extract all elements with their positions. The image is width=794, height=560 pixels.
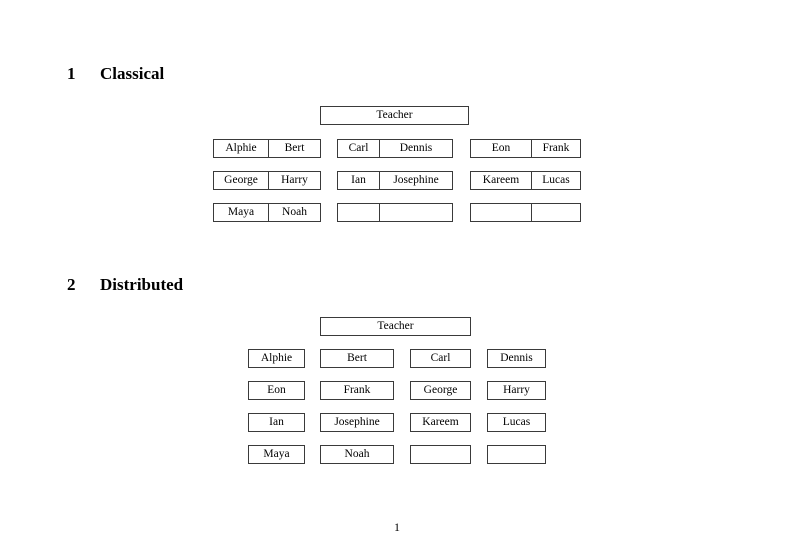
section-title: Classical — [100, 64, 165, 83]
classical-right-group-row-3 — [470, 203, 581, 222]
student-cell-empty — [471, 204, 531, 221]
classical-middle-group-row-2: Ian Josephine — [337, 171, 453, 190]
classical-middle-group-row-3 — [337, 203, 453, 222]
student-cell: George — [224, 174, 258, 186]
student-box: Noah — [320, 445, 394, 464]
student-cell: Maya — [227, 206, 255, 218]
student-cell-empty — [531, 204, 580, 221]
student-cell: Frank — [531, 140, 580, 157]
section-heading-classical: 1 Classical — [67, 64, 164, 84]
student-cell: Lucas — [531, 172, 580, 189]
section-number: 1 — [67, 64, 76, 83]
student-box-empty — [487, 445, 546, 464]
student-box: Dennis — [487, 349, 546, 368]
student-box: Maya — [248, 445, 305, 464]
section-heading-distributed: 2 Distributed — [67, 275, 183, 295]
student-cell-empty — [338, 204, 379, 221]
teacher-box-distributed: Teacher — [320, 317, 471, 336]
student-box: Frank — [320, 381, 394, 400]
student-box: Alphie — [248, 349, 305, 368]
student-cell: Dennis — [379, 140, 452, 157]
classical-left-group-row-3: Maya Noah — [213, 203, 321, 222]
section-number: 2 — [67, 275, 76, 294]
section-title: Distributed — [100, 275, 184, 294]
classical-left-group-row-2: George Harry — [213, 171, 321, 190]
student-box: Josephine — [320, 413, 394, 432]
classical-right-group-row-1: Eon Frank — [470, 139, 581, 158]
student-cell: Ian — [351, 174, 366, 186]
student-cell: Bert — [268, 140, 320, 157]
student-box: Ian — [248, 413, 305, 432]
teacher-box-classical: Teacher — [320, 106, 469, 125]
student-cell: Josephine — [379, 172, 452, 189]
student-cell: Alphie — [225, 142, 257, 154]
student-cell: Noah — [268, 204, 320, 221]
classical-middle-group-row-1: Carl Dennis — [337, 139, 453, 158]
classical-left-group-row-1: Alphie Bert — [213, 139, 321, 158]
page-number: 1 — [394, 520, 400, 534]
student-cell-empty — [379, 204, 452, 221]
student-box: George — [410, 381, 471, 400]
student-box: Eon — [248, 381, 305, 400]
student-box: Carl — [410, 349, 471, 368]
student-box: Harry — [487, 381, 546, 400]
student-cell: Eon — [491, 142, 511, 154]
student-cell: Kareem — [482, 174, 520, 186]
student-box: Lucas — [487, 413, 546, 432]
classical-right-group-row-2: Kareem Lucas — [470, 171, 581, 190]
student-box-empty — [410, 445, 471, 464]
student-cell: Carl — [348, 142, 369, 154]
student-cell: Harry — [268, 172, 320, 189]
student-box: Kareem — [410, 413, 471, 432]
student-box: Bert — [320, 349, 394, 368]
